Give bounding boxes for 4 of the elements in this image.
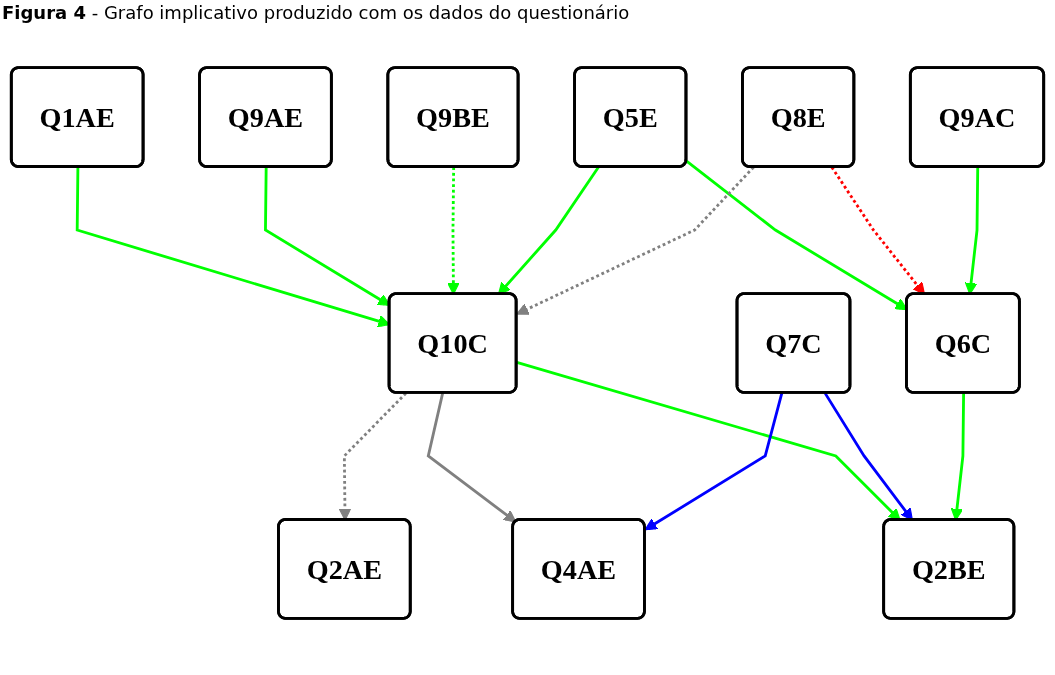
figure-title: Figura 4 - Grafo implicativo produzido com os dados do questionário [2, 2, 630, 23]
arrow [644, 392, 784, 531]
arrow [426, 392, 517, 523]
arrow [516, 166, 755, 315]
